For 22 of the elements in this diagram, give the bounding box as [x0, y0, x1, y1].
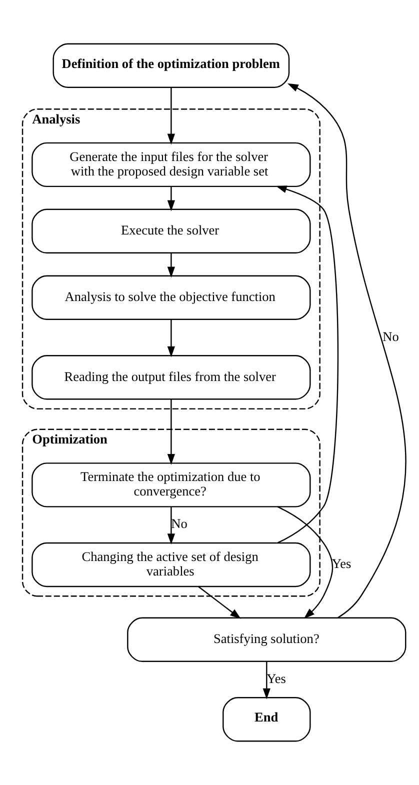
node-box: Generate the input files for the solver with the proposed design variable set	[32, 142, 311, 188]
node-box: Execute the solver	[32, 208, 311, 254]
node-box: Satisfying solution?	[127, 617, 406, 662]
arrow	[167, 506, 175, 545]
arrow	[287, 83, 406, 618]
arrow	[198, 586, 241, 619]
edge-label: Yes	[266, 670, 286, 686]
arrow	[262, 662, 270, 700]
arrow	[276, 186, 339, 544]
node-box: Analysis to solve the objective function	[32, 275, 311, 320]
arrow	[277, 506, 334, 619]
node-box: Terminate the optimization due to convergence?	[32, 462, 311, 508]
node-box: Changing the active set of design variables	[32, 542, 311, 588]
node-box: Definition of the optimization problem	[52, 43, 290, 88]
arrow	[167, 88, 175, 145]
arrow	[167, 399, 175, 465]
node-box: End	[222, 697, 311, 742]
node-box: Reading the output files from the solver	[32, 355, 311, 400]
edge-label: No	[382, 328, 399, 344]
arrow	[167, 252, 175, 278]
arrow	[167, 320, 175, 358]
arrow	[167, 186, 175, 212]
